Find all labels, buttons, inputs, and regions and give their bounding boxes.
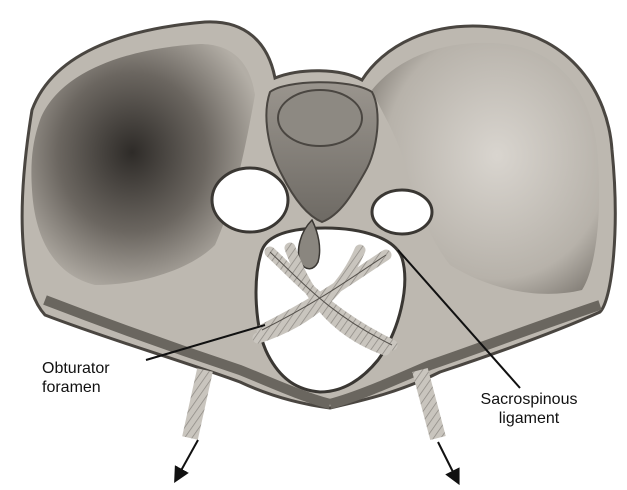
sacral-promontory	[278, 90, 362, 146]
obturator-foramen-label: Obturator foramen	[42, 359, 110, 397]
right-sciatic-opening	[372, 190, 432, 234]
sacrospinous-ligament-label: Sacrospinous ligament	[469, 390, 589, 428]
left-sciatic-opening	[212, 168, 288, 232]
